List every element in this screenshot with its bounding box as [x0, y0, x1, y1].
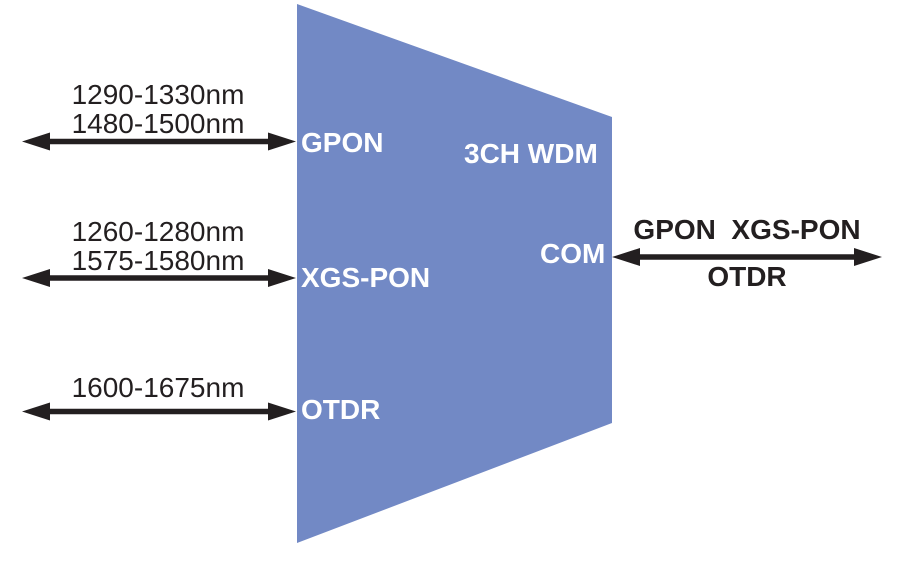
gpon-arrow: [22, 132, 296, 151]
otdr-wavelength-label: 1600-1675nm: [25, 373, 291, 402]
xgs-pon-port-label: XGS-PON: [301, 262, 431, 293]
otdr-port-label: OTDR: [301, 394, 381, 425]
com-port-label: COM: [540, 238, 606, 269]
otdr-arrow: [22, 402, 296, 421]
xgs-pon-arrow: [22, 269, 296, 287]
gpon-wavelength-line1: 1290-1330nm: [71, 79, 245, 110]
wdm-device-trapezoid: [297, 4, 612, 543]
xgs-pon-wavelength-line2: 1575-1580nm: [71, 245, 245, 276]
com-signals-top-label: GPON XGS-PON: [633, 214, 861, 245]
com-arrow: [612, 248, 882, 266]
com-signals-bottom-label: OTDR: [707, 261, 787, 292]
gpon-wavelength-label: 1290-1330nm 1480-1500nm: [25, 80, 291, 138]
gpon-port-label: GPON: [301, 127, 384, 158]
gpon-wavelength-line2: 1480-1500nm: [71, 108, 245, 139]
xgs-pon-wavelength-label: 1260-1280nm 1575-1580nm: [25, 217, 291, 275]
xgs-pon-wavelength-line1: 1260-1280nm: [71, 216, 245, 247]
device-title: 3CH WDM: [464, 138, 598, 169]
otdr-wavelength-line1: 1600-1675nm: [71, 372, 245, 403]
